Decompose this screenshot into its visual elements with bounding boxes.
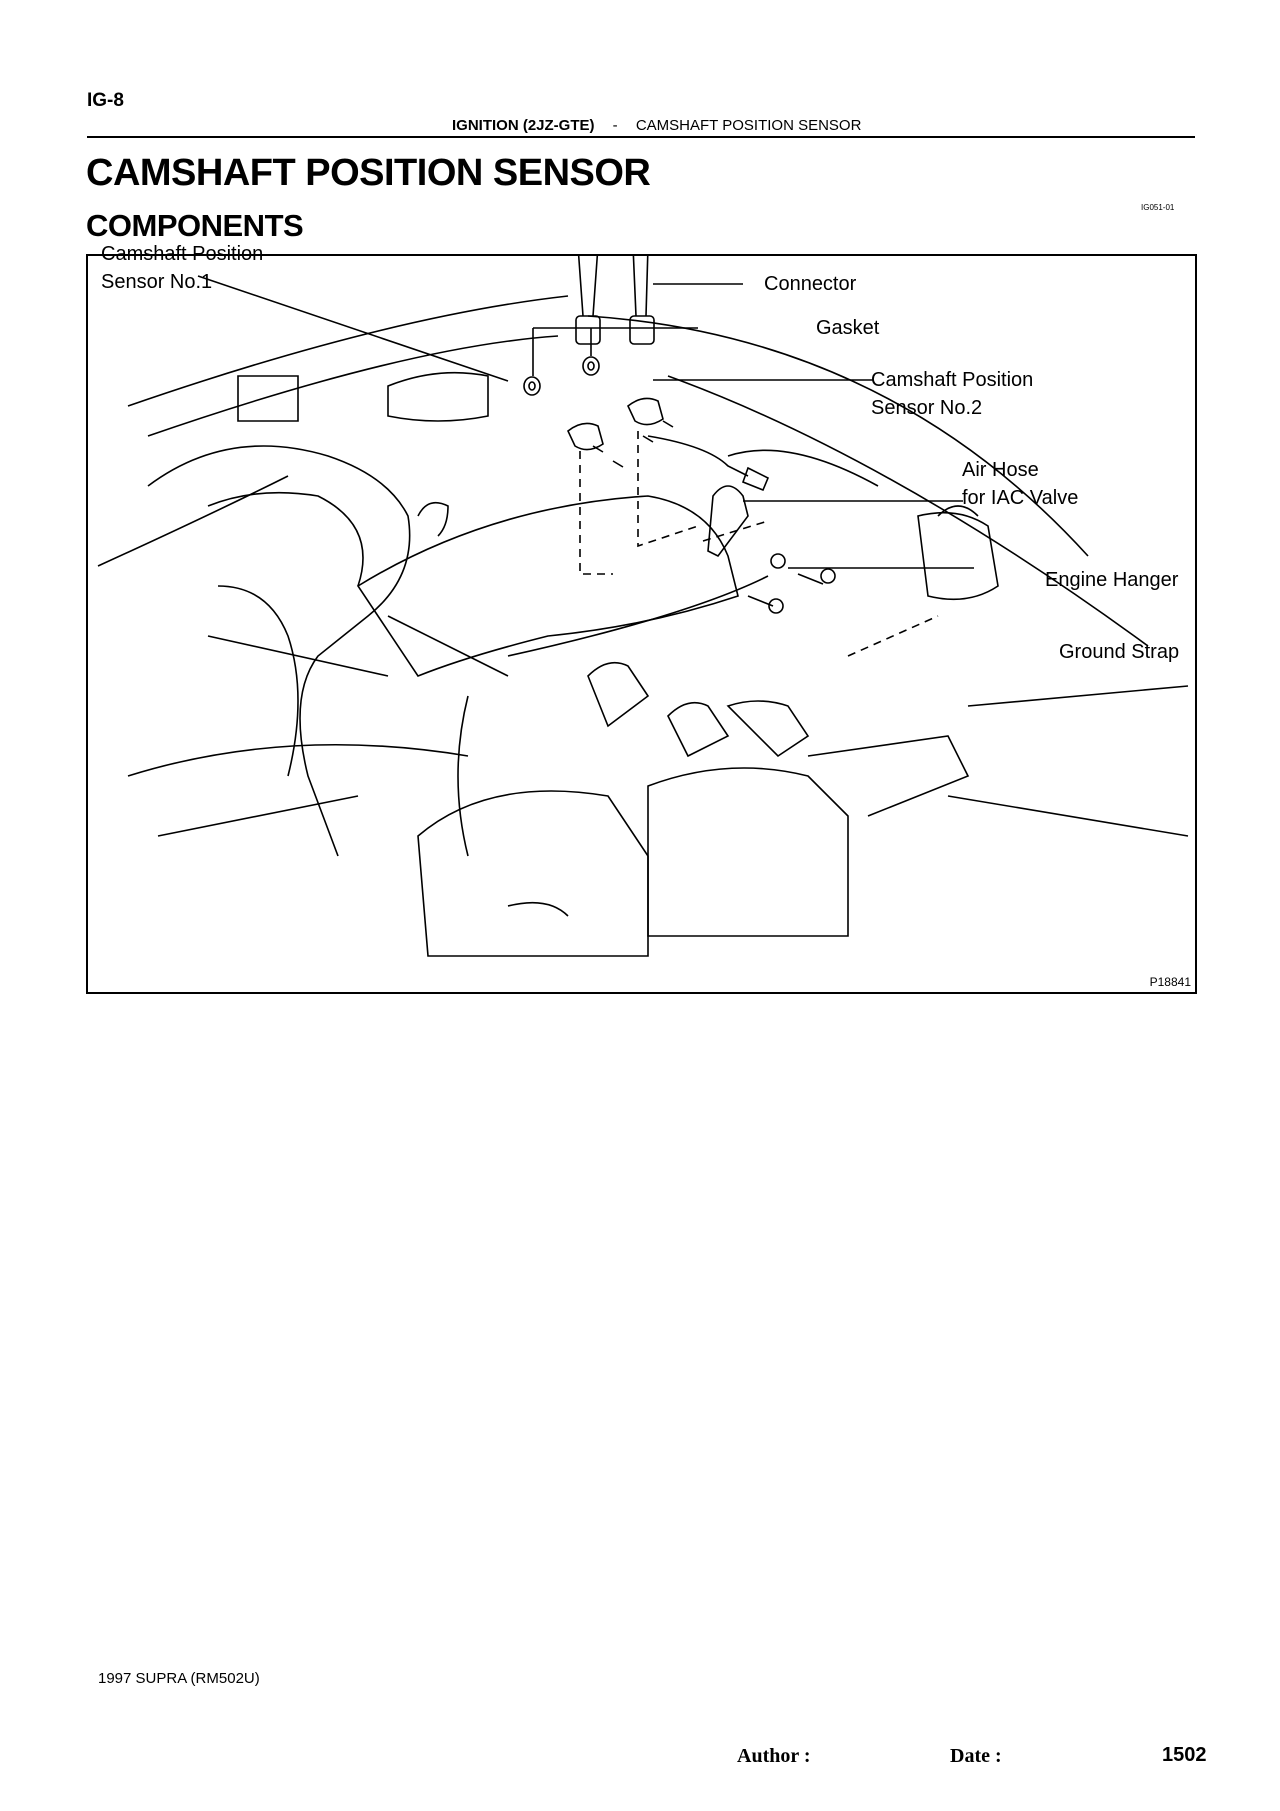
header-section: IGNITION (2JZ-GTE): [452, 117, 595, 134]
running-header: IGNITION (2JZ-GTE) - CAMSHAFT POSITION S…: [452, 117, 861, 134]
label-connector: Connector: [764, 273, 857, 295]
header-rule: [87, 136, 1195, 138]
page-title: CAMSHAFT POSITION SENSOR: [86, 152, 651, 194]
label-cmp-sensor-no1: Camshaft Position Sensor No.1: [101, 240, 263, 296]
date-label: Date :: [950, 1745, 1002, 1767]
label-air-hose: Air Hose for IAC Valve: [962, 456, 1078, 512]
author-label: Author :: [737, 1745, 811, 1767]
section-title: COMPONENTS: [86, 208, 304, 243]
label-gasket: Gasket: [816, 317, 880, 339]
label-line: Camshaft Position: [871, 369, 1034, 391]
label-engine-hanger: Engine Hanger: [1045, 569, 1179, 591]
figure-id: P18841: [1149, 975, 1191, 989]
label-cmp-sensor-no2: Camshaft Position Sensor No.2: [871, 366, 1033, 422]
footer-model: 1997 SUPRA (RM502U): [98, 1670, 260, 1687]
label-line: Sensor No.1: [101, 271, 213, 293]
header-separator: -: [612, 117, 618, 134]
page-id: IG-8: [87, 90, 124, 111]
label-line: Sensor No.2: [871, 397, 983, 419]
page-number: 1502: [1162, 1744, 1207, 1766]
components-figure: Camshaft Position Sensor No.1 Connector …: [86, 243, 1197, 994]
label-ground-strap: Ground Strap: [1059, 641, 1180, 663]
engine-illustration: [97, 256, 1189, 957]
label-line: for IAC Valve: [962, 487, 1079, 509]
doc-code: IG051-01: [1141, 203, 1175, 212]
label-line: Camshaft Position: [101, 243, 264, 265]
label-line: Air Hose: [962, 459, 1039, 481]
header-topic: CAMSHAFT POSITION SENSOR: [635, 117, 862, 134]
